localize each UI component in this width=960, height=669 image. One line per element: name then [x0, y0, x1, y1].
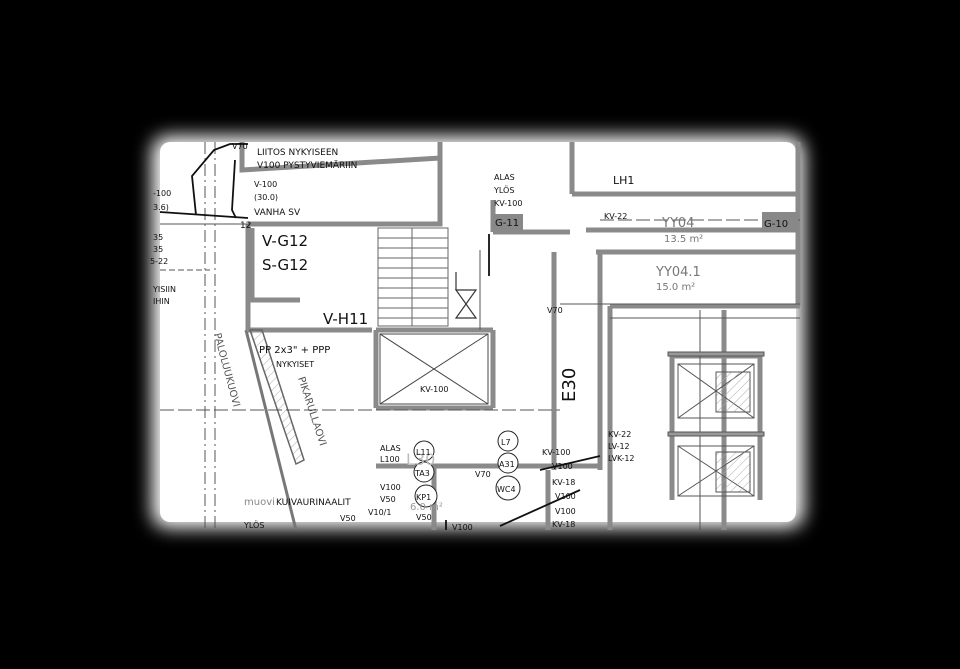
label-drying: KUIVAURINAALIT [276, 498, 351, 508]
walls [239, 142, 801, 530]
note-edge-35a: 35 [153, 233, 163, 242]
room-small-area: 6.0 m² [410, 502, 443, 513]
stairs [377, 227, 449, 327]
valve-symbol [454, 272, 478, 319]
room-yy04-area: 13.5 m² [664, 234, 703, 245]
note-v100-riser: V100 PYSTYVIEMÄRIIN [257, 160, 357, 171]
room-partial: L30 [406, 450, 435, 469]
cubicles [667, 351, 765, 497]
stair-kv100: KV-100 [494, 199, 522, 208]
note-lv12: LV-12 [608, 442, 630, 451]
shaft-s-g12: S-G12 [262, 256, 308, 274]
note-down-bottom: ALAS [380, 444, 401, 453]
shaft-v-h11: V-H11 [323, 310, 368, 328]
grid-tag-g10-box [762, 212, 798, 232]
note-v100-bottom: V100 [380, 483, 401, 492]
note-v50b: V50 [416, 513, 432, 522]
label-plastic: muovi [244, 497, 275, 508]
elevator-box [379, 333, 489, 405]
fixture-l11: L11 [416, 448, 431, 457]
note-kv22-top: KV-22 [604, 212, 627, 221]
angled-wall-line [244, 329, 298, 530]
note-v100-paren: (30.0) [254, 193, 278, 202]
note-v100: V-100 [254, 180, 277, 189]
note-pp: PP 2x3" + PPP [259, 345, 330, 356]
note-edge-35b: 35 [153, 245, 163, 254]
note-tag12: 12 [240, 221, 251, 231]
fixture-circles [413, 430, 521, 508]
stair-up: YLÖS [493, 185, 514, 195]
stair-down: ALAS [494, 173, 515, 182]
grid-tag-g11-box [493, 214, 523, 230]
note-v10-1: V10/1 [368, 508, 391, 517]
note-connect-existing: LIITOS NYKYISEEN [257, 148, 338, 158]
note-v70: V70 [232, 142, 248, 151]
room-e30: E30 [559, 368, 580, 402]
note-kv18-r2: KV-18 [552, 520, 575, 529]
note-v100b: V100 [452, 523, 473, 532]
note-edge-100: -100 [153, 189, 171, 198]
note-old-sv: VANHA SV [254, 208, 301, 218]
fixture-wc4: WC4 [497, 485, 516, 494]
fixture-kp1: KP1 [416, 493, 431, 502]
note-kv22-right: KV-22 [608, 430, 631, 439]
note-v100-r3: V100 [555, 507, 576, 516]
note-edge-yisiin: YISIIN [152, 285, 176, 294]
note-v70-mid: V70 [547, 306, 563, 315]
note-existing: NYKYISET [276, 360, 314, 369]
fixture-ta3: TA3 [414, 469, 430, 478]
note-v100-r1: V100 [552, 462, 573, 471]
angled-wall [248, 329, 305, 466]
label-ylos: YLÖS [243, 520, 264, 530]
drawing-content: V70 LIITOS NYKYISEEN V100 PYSTYVIEMÄRIIN… [150, 142, 801, 532]
note-edge-6: 3.6) [153, 203, 169, 212]
fixture-v70: V70 [475, 470, 491, 479]
room-lh1: LH1 [613, 174, 634, 187]
note-edge-22: 5-22 [150, 257, 168, 266]
note-v50: V50 [380, 495, 396, 504]
note-kv100-center: KV-100 [420, 385, 448, 394]
grid-tag-g11: G-11 [495, 218, 519, 229]
fixture-a31: A31 [499, 460, 515, 469]
room-yy04-1-area: 15.0 m² [656, 282, 695, 293]
room-yy04-1-name: YY04.1 [655, 265, 701, 280]
room-yy04-name: YY04 [661, 216, 694, 231]
note-kv18-r1: KV-18 [552, 478, 575, 487]
fixture-l7: L7 [501, 438, 511, 447]
grid-tag-g10: G-10 [764, 219, 788, 230]
note-kv100-right: KV-100 [542, 448, 570, 457]
note-l100: L100 [380, 455, 400, 464]
note-v50-left: V50 [340, 514, 356, 523]
pipe-runs [159, 143, 601, 530]
note-edge-ihin: IHIN [153, 297, 170, 306]
note-v100-r2: V100 [555, 492, 576, 501]
note-lvk12: LVK-12 [608, 454, 635, 463]
shaft-v-g12: V-G12 [262, 232, 308, 250]
